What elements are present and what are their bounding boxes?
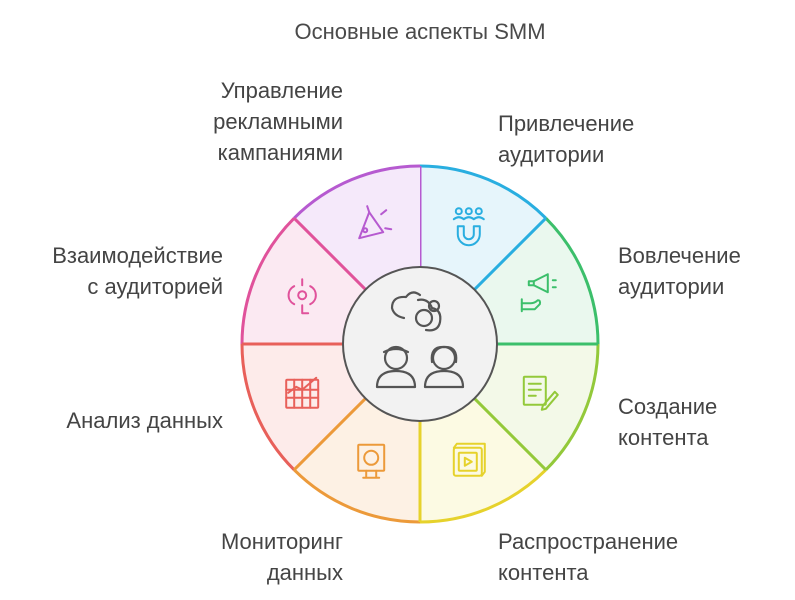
megaphone-hand-icon (520, 273, 557, 313)
label-line: данных (266, 560, 343, 585)
label-line: Создание (618, 394, 718, 419)
label-line: Взаимодействие (52, 243, 223, 268)
label-engagement: Вовлечение аудитории (618, 240, 741, 302)
label-line: аудитории (498, 142, 605, 167)
label-ad-campaigns: Управление рекламными кампаниями (213, 75, 343, 168)
label-audience-interaction: Взаимодействие с аудиторией (52, 240, 223, 302)
label-line: Анализ данных (66, 408, 223, 433)
segment-divider (293, 217, 367, 291)
segment-arc-data-monitoring (293, 468, 421, 524)
document-pen-icon (522, 375, 559, 411)
magnet-people-icon (452, 207, 485, 247)
label-data-monitoring: Мониторинг данных (221, 526, 343, 588)
label-line: контента (498, 560, 589, 585)
segment-arc-ad-campaigns (293, 164, 421, 220)
segment-data-monitoring (294, 398, 420, 522)
segment-arc-engagement (544, 217, 600, 345)
segment-content-creation (474, 344, 598, 470)
label-line: Управление (220, 78, 343, 103)
segment-arc-content-creation (544, 343, 600, 471)
label-line: Вовлечение (618, 243, 741, 268)
video-box-icon (452, 442, 486, 477)
label-content-distribution: Распространение контента (498, 526, 678, 588)
label-data-analysis: Анализ данных (66, 405, 223, 436)
megaphone-sparkle-icon (358, 205, 393, 240)
label-content-creation: Создание контента (618, 391, 717, 453)
segment-arc-audience-interaction (240, 217, 296, 345)
segment-divider (473, 397, 547, 471)
diagram-title: Основные аспекты SMM (294, 19, 546, 44)
segment-divider (473, 217, 547, 291)
monitor-camera-icon (357, 443, 386, 479)
label-line: контента (618, 425, 709, 450)
label-line: аудитории (618, 274, 725, 299)
label-line: Мониторинг (220, 529, 343, 554)
segment-divider (293, 397, 367, 471)
segment-arc-data-analysis (240, 343, 296, 471)
segment-ad-campaigns (294, 166, 420, 290)
segment-arc-attraction (419, 164, 547, 220)
label-line: с аудиторией (87, 274, 223, 299)
segment-attraction (420, 166, 546, 290)
chart-grid-icon (285, 376, 320, 409)
center-hub (342, 266, 498, 422)
label-line: рекламными (213, 109, 343, 134)
label-line: кампаниями (217, 140, 343, 165)
people-link-icon (375, 291, 465, 389)
label-line: Распространение (498, 529, 679, 554)
label-line: Привлечение (498, 111, 635, 136)
segment-audience-interaction (242, 218, 366, 344)
label-attraction: Привлечение аудитории (498, 108, 634, 170)
interaction-icon (287, 278, 317, 315)
segment-arc-content-distribution (419, 468, 547, 524)
segment-content-distribution (420, 398, 546, 522)
